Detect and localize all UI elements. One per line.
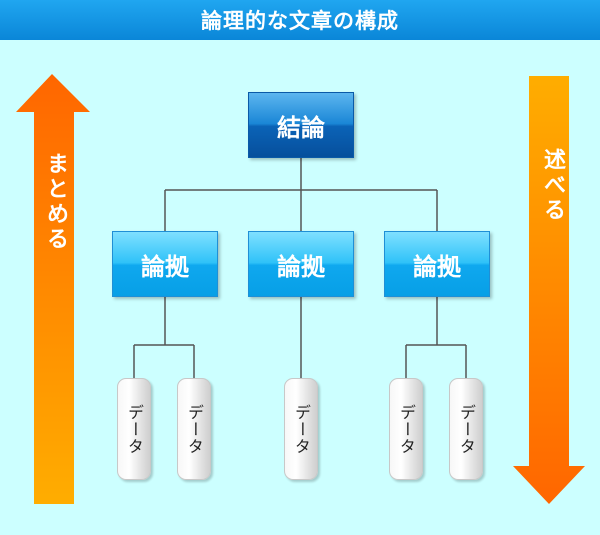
data-pill-5: データ xyxy=(449,378,483,480)
conclusion-box: 結論 xyxy=(248,92,354,158)
tree-connectors xyxy=(133,158,467,378)
reason-box-2: 論拠 xyxy=(248,231,354,297)
data-label: データ xyxy=(185,403,204,455)
data-label: データ xyxy=(292,403,311,455)
title-bar: 論理的な文章の構成 xyxy=(0,0,600,40)
page-title: 論理的な文章の構成 xyxy=(201,9,399,33)
data-pill-1: データ xyxy=(117,378,151,480)
data-label: データ xyxy=(397,403,416,455)
right-arrow-label: 述べる xyxy=(540,148,565,223)
data-pill-4: データ xyxy=(389,378,423,480)
left-arrow-label: まとめる xyxy=(43,152,68,252)
data-label: データ xyxy=(125,403,144,455)
up-arrow-icon xyxy=(16,74,90,504)
data-pill-3: データ xyxy=(284,378,318,480)
data-label: データ xyxy=(457,403,476,455)
reason-box-1: 論拠 xyxy=(112,231,218,297)
reason-box-3: 論拠 xyxy=(384,231,490,297)
down-arrow-icon xyxy=(513,76,585,504)
data-pill-2: データ xyxy=(177,378,211,480)
